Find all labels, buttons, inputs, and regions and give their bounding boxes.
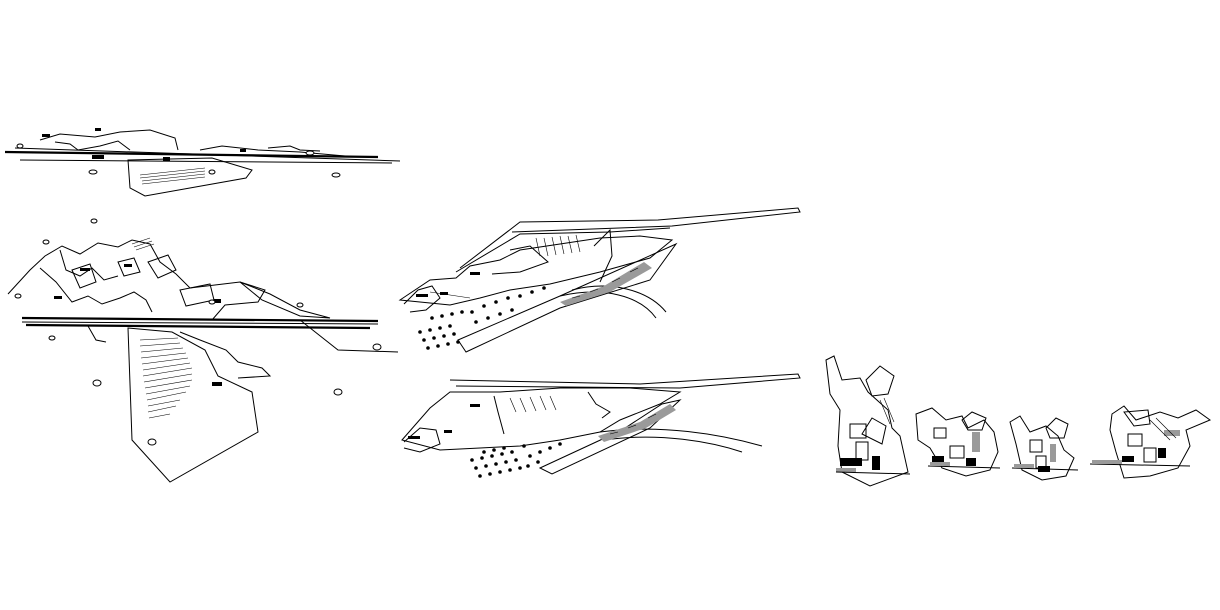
- fragment-3: [1009, 415, 1079, 481]
- fragment-2: [915, 407, 1001, 477]
- site-plan-flattened-elevation: [4, 128, 401, 197]
- fragment-1: [825, 355, 911, 487]
- site-axonometric-upper: [398, 207, 801, 353]
- site-plan-axonometric-left: [7, 218, 399, 483]
- fragment-4: [1089, 405, 1212, 479]
- site-fragment-studies: [825, 355, 1212, 487]
- site-axonometric-lower: [401, 373, 801, 478]
